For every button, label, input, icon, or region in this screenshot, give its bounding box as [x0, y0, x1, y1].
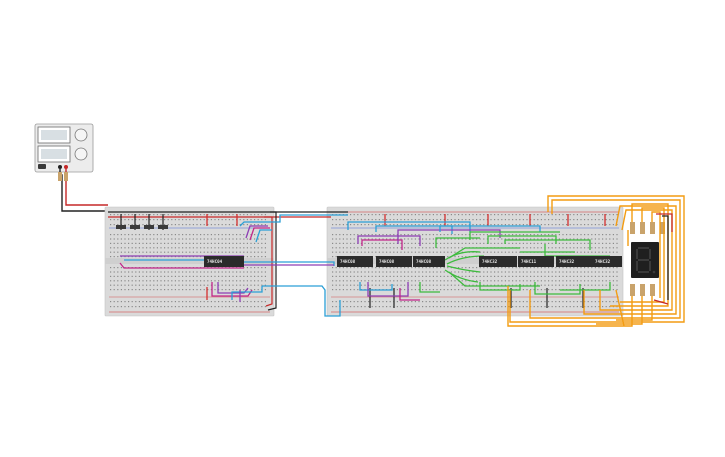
chips: 74HC04 74HC08 74HC08 74HC08 74HC32 74HC11 74HC… [204, 256, 622, 267]
resistor [64, 172, 68, 181]
chip-u8[interactable]: 74HC32 [592, 256, 622, 267]
breadboard-left-holes [110, 214, 266, 308]
chip-u6[interactable]: 74HC11 [518, 256, 554, 267]
current-knob[interactable] [74, 147, 88, 161]
display-power-wires [653, 213, 673, 305]
chip-label: 74HC11 [521, 259, 537, 264]
power-supply[interactable] [34, 123, 94, 173]
chip-label: 74HC08 [416, 259, 432, 264]
power-switch[interactable] [38, 164, 46, 169]
positive-terminal[interactable] [64, 165, 68, 169]
chip-label: 74HC08 [340, 259, 356, 264]
negative-terminal[interactable] [58, 165, 62, 169]
seven-segment-display[interactable] [631, 242, 659, 278]
chip-u4[interactable]: 74HC08 [413, 256, 445, 267]
chip-label: 74HC32 [595, 259, 611, 264]
chip-u1[interactable]: 74HC04 [204, 256, 244, 267]
chip-label: 74HC32 [559, 259, 575, 264]
display-resistors [630, 222, 665, 296]
chip-u3[interactable]: 74HC08 [376, 256, 412, 267]
breadboard-right[interactable] [326, 206, 624, 317]
signal-wires [119, 214, 611, 317]
chip-u7[interactable]: 74HC32 [556, 256, 592, 267]
chip-label: 74HC04 [207, 259, 223, 264]
display-wires [507, 195, 685, 327]
chip-label: 74HC32 [482, 259, 498, 264]
voltage-knob[interactable] [74, 128, 88, 142]
resistor [58, 172, 62, 181]
supply-leads [58, 169, 108, 212]
chip-u2[interactable]: 74HC08 [337, 256, 373, 267]
chip-label: 74HC08 [379, 259, 395, 264]
chip-u5[interactable]: 74HC32 [479, 256, 517, 267]
display-segments [636, 247, 656, 274]
input-switches[interactable] [116, 225, 168, 229]
